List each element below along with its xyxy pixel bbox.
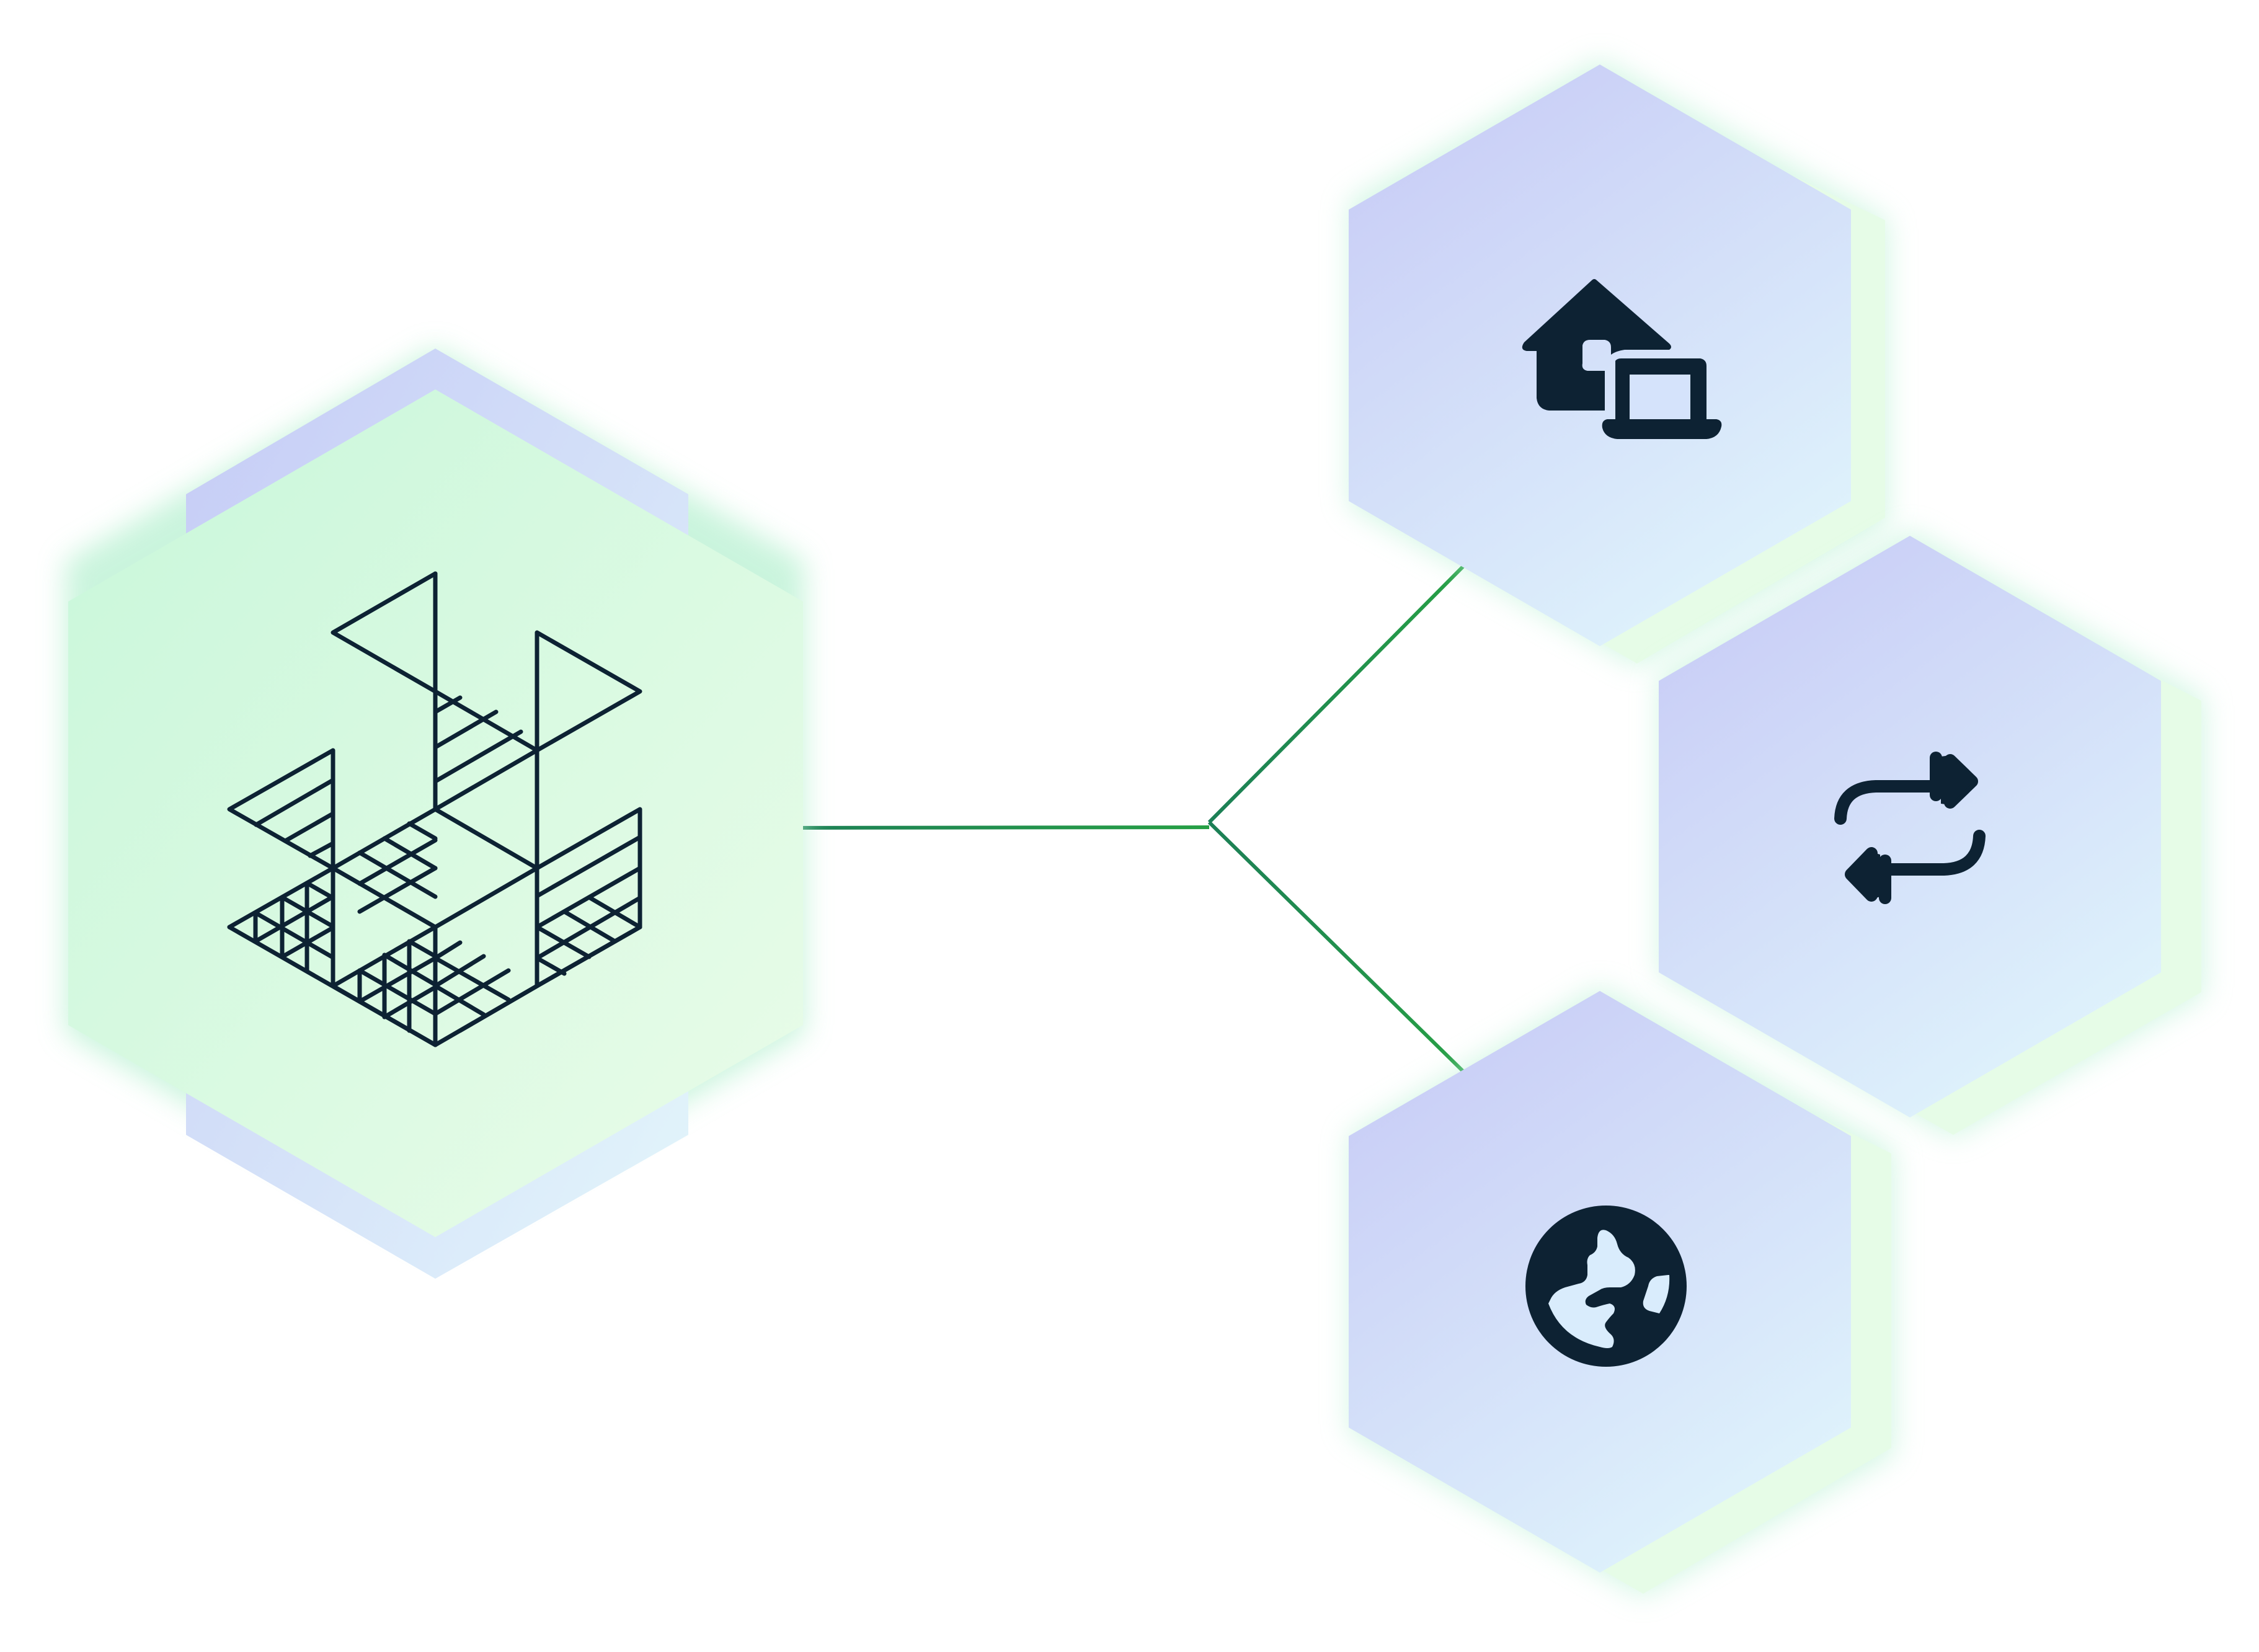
connector-lines [779, 564, 1662, 1073]
node-home-office [1349, 59, 1888, 667]
node-sync-hexagon [1659, 536, 2161, 1117]
connector-trunk [779, 825, 1210, 830]
isometric-wireframe-grid-icon [227, 571, 642, 1047]
sync-arrow-heads [1848, 755, 1975, 899]
hub-front-hexagon [68, 389, 803, 1237]
node-globe [1349, 986, 1894, 1597]
node-sync [1659, 530, 2204, 1138]
connector-to-globe [1207, 820, 1465, 1073]
hub-hexagon [65, 347, 805, 1279]
globe-icon [1525, 1206, 1687, 1367]
home-with-laptop-icon [1522, 279, 1722, 439]
connector-to-home-office [1207, 564, 1465, 824]
node-home-office-hexagon [1349, 64, 1851, 646]
